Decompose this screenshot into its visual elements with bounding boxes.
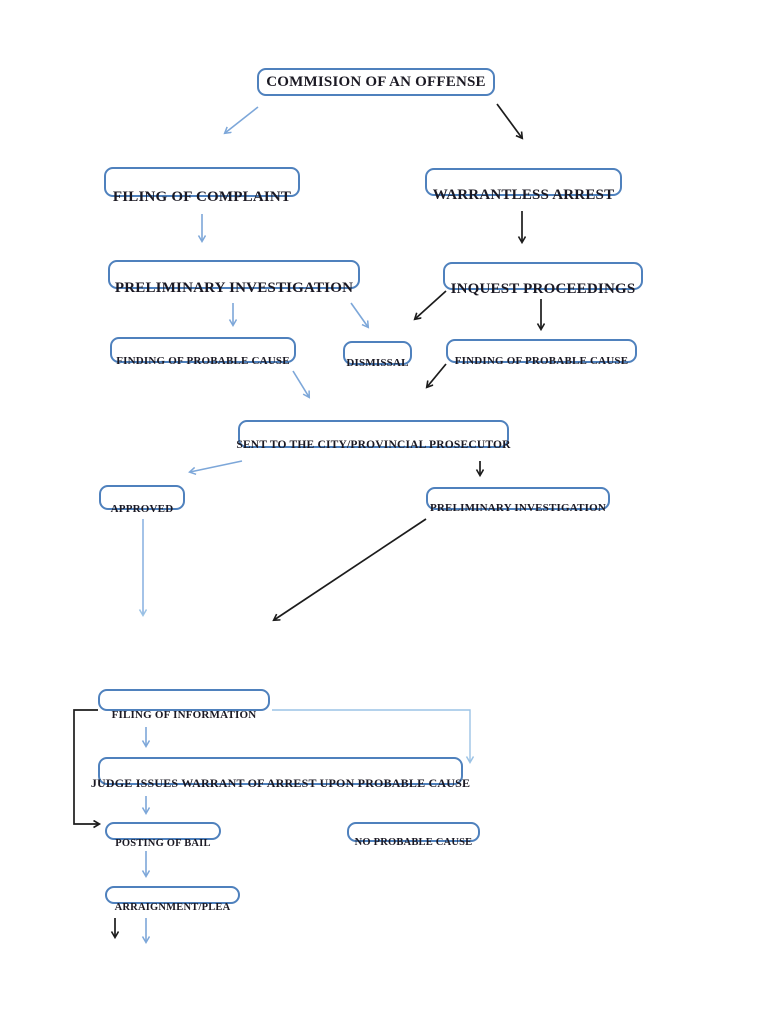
node-arraignment-plea: ARRAIGNMENT/PLEA	[105, 886, 240, 913]
node-label: FINDING OF PROBABLE CAUSE	[454, 354, 629, 367]
node-posting-of-bail: POSTING OF BAIL	[105, 822, 221, 849]
node-label: WARRANTLESS ARREST	[432, 186, 615, 203]
node-commission-of-an-offense: COMMISION OF AN OFFENSE	[257, 68, 495, 96]
node-label: COMMISION OF AN OFFENSE	[266, 73, 486, 90]
node-label: NO PROBABLE CAUSE	[354, 837, 473, 849]
node-label: POSTING OF BAIL	[115, 838, 211, 850]
node-filing-of-information: FILING OF INFORMATION	[98, 689, 270, 721]
node-label: APPROVED	[110, 502, 174, 515]
node-label: PRELIMINARY INVESTIGATION	[429, 501, 607, 514]
node-preliminary-investigation-1: PRELIMINARY INVESTIGATION	[108, 260, 360, 296]
node-approved: APPROVED	[99, 485, 185, 515]
node-preliminary-investigation-2: PRELIMINARY INVESTIGATION	[426, 487, 610, 514]
node-no-probable-cause: NO PROBABLE CAUSE	[347, 822, 480, 848]
node-label: JUDGE ISSUES WARRANT OF ARREST UPON PROB…	[90, 775, 471, 790]
node-label: DISMISSAL	[346, 356, 409, 369]
node-finding-of-probable-cause-left: FINDING OF PROBABLE CAUSE	[110, 337, 296, 367]
node-label: FINDING OF PROBABLE CAUSE	[116, 354, 290, 367]
node-inquest-proceedings: INQUEST PROCEEDINGS	[443, 262, 643, 297]
node-label: FILING OF INFORMATION	[111, 708, 257, 721]
node-judge-issues-warrant-of-arrest: JUDGE ISSUES WARRANT OF ARREST UPON PROB…	[91, 757, 470, 790]
node-label: INQUEST PROCEEDINGS	[450, 280, 636, 297]
node-label: SENT TO THE CITY/PROVINCIAL PROSECUTOR	[236, 439, 511, 452]
node-label: FILING OF COMPLAINT	[112, 188, 292, 205]
node-label: PRELIMINARY INVESTIGATION	[114, 279, 354, 296]
node-label: ARRAIGNMENT/PLEA	[114, 902, 231, 914]
node-finding-of-probable-cause-right: FINDING OF PROBABLE CAUSE	[446, 339, 637, 367]
node-sent-to-city-provincial-prosecutor: SENT TO THE CITY/PROVINCIAL PROSECUTOR	[236, 420, 510, 451]
node-filing-of-complaint: FILING OF COMPLAINT	[104, 167, 300, 205]
node-warrantless-arrest: WARRANTLESS ARREST	[425, 168, 622, 203]
node-dismissal: DISMISSAL	[343, 341, 412, 369]
